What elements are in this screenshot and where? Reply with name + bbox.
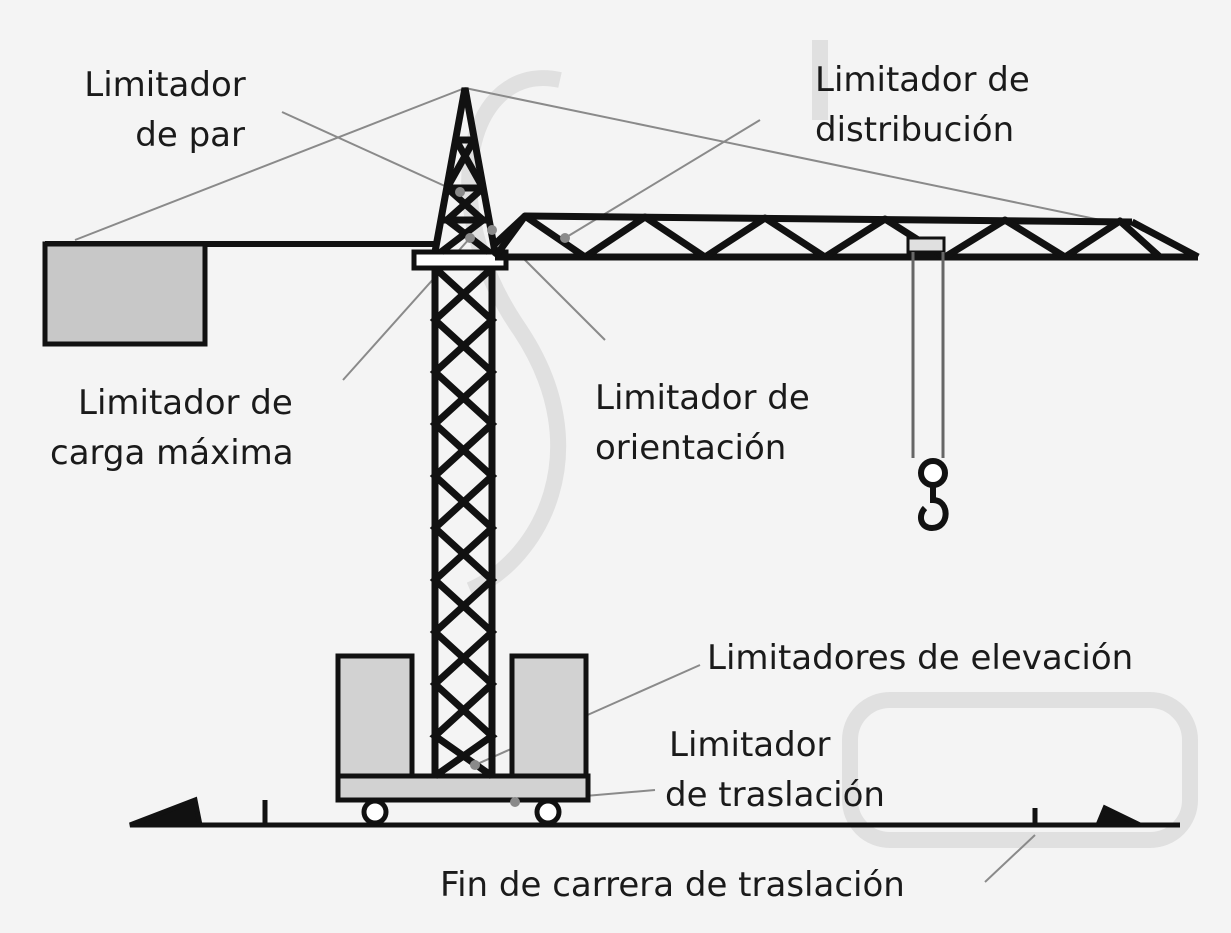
label-limitador-orientacion: Limitador de orientación <box>595 373 810 473</box>
stay-cable-right <box>464 87 1111 223</box>
label-fin-carrera: Fin de carrera de traslación <box>440 865 905 905</box>
label-limitador-carga: Limitador de carga máxima <box>50 378 294 478</box>
label-orientacion-line1: Limitador de <box>595 378 810 418</box>
rail-end-left <box>129 796 204 828</box>
label-carga-line2: carga máxima <box>50 433 294 473</box>
trolley <box>906 236 946 254</box>
leader-orientacion <box>519 254 606 341</box>
ballast-block-left <box>335 653 415 779</box>
label-carga-line1: Limitador de <box>78 383 293 423</box>
hook <box>917 485 949 532</box>
ballast-block-right <box>509 653 589 779</box>
label-orientacion-line2: orientación <box>595 428 787 468</box>
rail-end-right <box>1094 804 1142 828</box>
chassis <box>335 773 591 803</box>
rail <box>129 796 1180 828</box>
label-limitador-distribucion: Limitador de distribución <box>815 55 1030 155</box>
limiter-markers <box>455 187 570 807</box>
slewing-ring <box>411 249 509 271</box>
tower-mast <box>429 265 498 779</box>
stay-cable-left <box>74 87 466 241</box>
leader-fin-carrera <box>984 834 1036 883</box>
label-traslacion-line2: de traslación <box>665 775 885 815</box>
label-par-line1: Limitador <box>84 65 246 105</box>
label-distribucion-line2: distribución <box>815 110 1015 150</box>
label-limitador-par: Limitador de par <box>75 60 255 160</box>
wheel-left <box>361 798 389 826</box>
label-limitadores-elevacion: Limitadores de elevación <box>707 638 1134 678</box>
leader-par <box>281 111 459 193</box>
jib <box>492 212 1200 261</box>
label-traslacion-line1: Limitador <box>669 725 831 765</box>
label-distribucion-line1: Limitador de <box>815 60 1030 100</box>
base-carriage <box>335 653 591 826</box>
counterweight <box>42 241 208 347</box>
background-ghost <box>461 40 1198 848</box>
wheel-right <box>534 798 562 826</box>
trolley-hook <box>906 236 949 532</box>
leader-lines <box>74 87 1111 883</box>
hook-ring <box>918 458 948 488</box>
tower-top <box>431 87 499 255</box>
label-limitador-traslacion: Limitador de traslación <box>665 720 885 820</box>
label-par-line2: de par <box>135 115 245 155</box>
